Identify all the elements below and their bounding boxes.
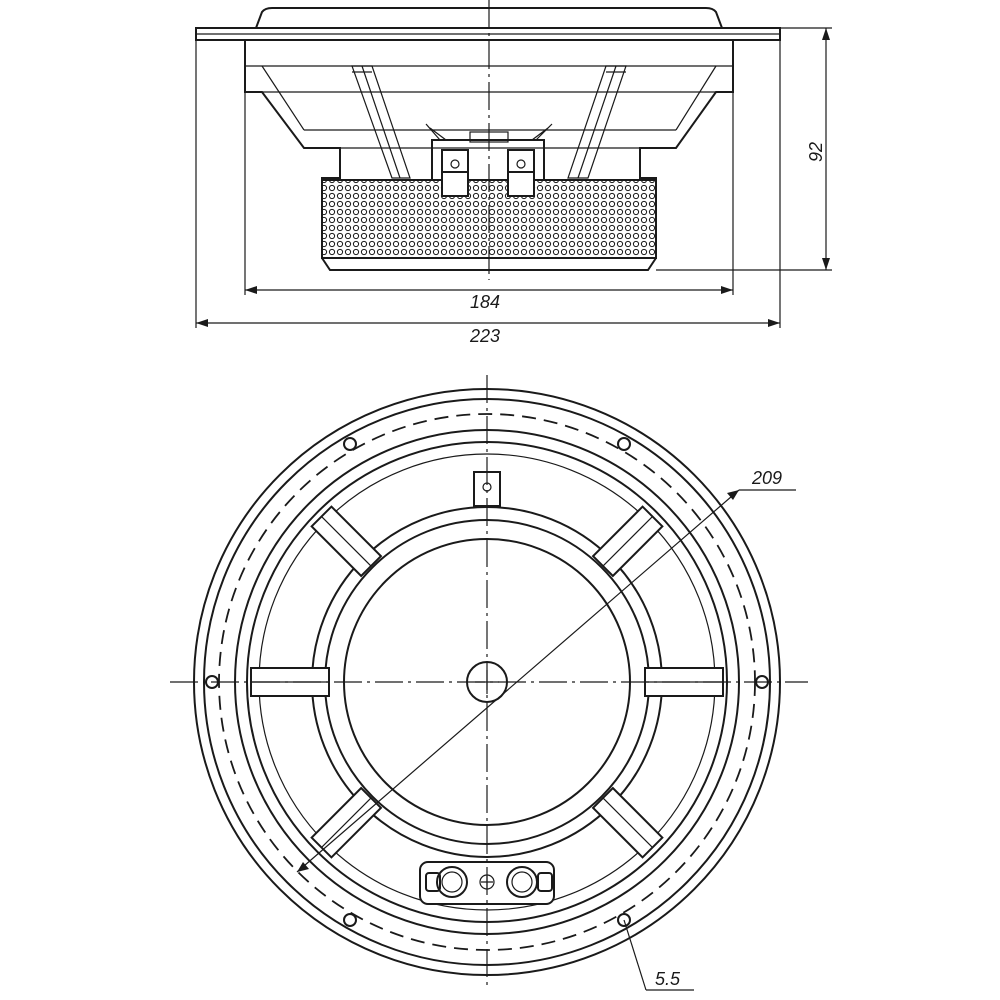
spoke-left: [351, 65, 411, 179]
dimension-92: 92: [806, 142, 826, 162]
leader-5-5: [623, 919, 647, 991]
dimension-5-5: 5.5: [655, 969, 681, 989]
dimension-line-209: [296, 489, 740, 873]
spoke-right: [567, 65, 627, 179]
dimension-223: 223: [469, 326, 500, 346]
front-view: [170, 375, 808, 991]
side-view: [195, 0, 832, 328]
dimension-209: 209: [751, 468, 782, 488]
dimension-184: 184: [470, 292, 500, 312]
